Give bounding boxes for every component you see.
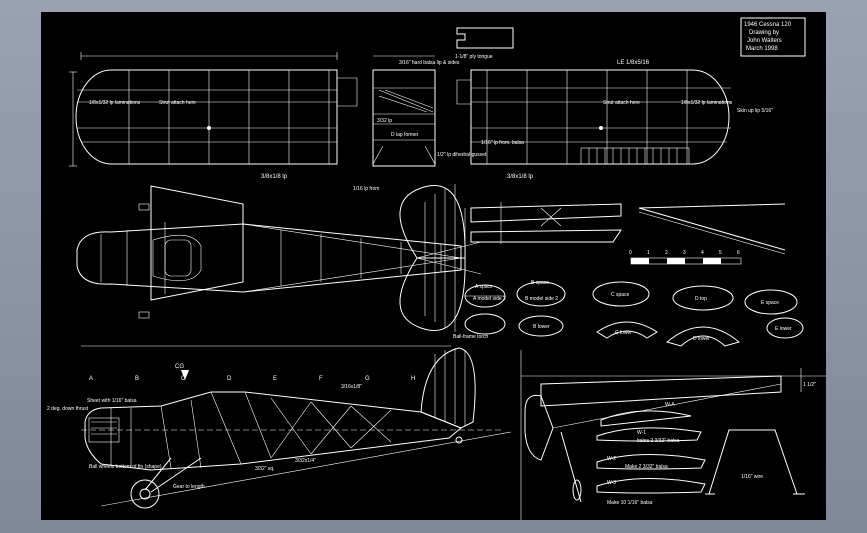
gear-note: Gear to length	[173, 484, 205, 490]
wing-strut	[638, 203, 786, 255]
dihedral-gusset-note: 1/2" lp dihedral gusset	[437, 152, 487, 158]
wing-plan-left: 1/8x1/32 lp laminations Strut attach her…	[69, 52, 358, 180]
former-c-lower: C lower	[615, 330, 632, 336]
trailing-note: 3/32 lp	[377, 118, 392, 124]
station-label: E	[273, 376, 277, 382]
w2-note: Make 2 3/32" balsa	[625, 464, 668, 470]
wing-center-section: 3/32 lp D lap former 3/16" hard balsa li…	[372, 55, 487, 167]
spar-a-note: 3/32" sq.	[255, 466, 275, 472]
former-c-label: C space	[611, 292, 630, 298]
scale-bar: 0 1 2 3 4 5 6	[629, 250, 742, 265]
scale-tick-label: 3	[683, 250, 686, 256]
station-label: B	[135, 376, 139, 382]
station-label: H	[411, 376, 415, 382]
station-label: A	[89, 376, 93, 382]
tail-note: 1/16 lp from	[353, 186, 379, 192]
former-d-label: D top	[695, 296, 707, 302]
scale-tick-label: 5	[719, 250, 722, 256]
station-label: F	[319, 376, 323, 382]
lamination-note-right: 1/8x1/32 lp laminations	[681, 100, 733, 106]
station-labels: A B C D E F G H	[89, 376, 415, 382]
ply-tongue: 1-1/8" ply tongue	[455, 27, 514, 60]
former-a-note: A model side 2	[473, 296, 506, 302]
scale-ticks: 0 1 2 3 4 5 6	[629, 250, 740, 256]
former-e-lower: E lower	[775, 326, 792, 332]
former-e-label: E space	[761, 300, 779, 306]
scale-tick-label: 1	[647, 250, 650, 256]
w3-label: W-3	[607, 480, 616, 486]
wing-plan-right: LE 1/8x5/16 Strut attach here 1/8x1/32 l…	[456, 60, 773, 180]
ball-wheel-note: Ball wheels bottom of fin (shape)	[89, 464, 162, 470]
title-line-2: Drawing by	[749, 30, 779, 36]
lamination-note-left: 1/8x1/32 lp laminations	[89, 100, 141, 106]
w2-label: W-2	[607, 456, 616, 462]
title-block: 1946 Cessna 120 Drawing by John Walters …	[740, 17, 806, 57]
scale-tick-label: 0	[629, 250, 632, 256]
former-d-lower: D lower	[693, 336, 710, 342]
w1-note: balsa 2 3/32" balsa	[637, 438, 680, 444]
d-former-note: D lap former	[391, 132, 419, 138]
fuselage-top-view	[76, 185, 462, 319]
strut-attach-left: Strut attach here	[159, 100, 196, 106]
cg-label: CG	[175, 364, 184, 370]
spar-c-note: 3/16x1/8"	[341, 384, 362, 390]
wire-label: 1/16" wire	[741, 474, 763, 480]
title-line-4: March 1998	[746, 46, 778, 52]
fuselage-formers: A space A model side 2 B space B model s…	[464, 280, 804, 347]
former-b-label: B space	[531, 280, 549, 286]
w1-label: W-1	[637, 430, 646, 436]
rib-detail	[464, 202, 622, 244]
blueprint-drawing: 1946 Cessna 120 Drawing by John Walters …	[47, 17, 826, 520]
skin-note: Skin up lip 5/16"	[737, 108, 773, 114]
former-b-note: B model side 2	[525, 296, 558, 302]
station-label: G	[365, 376, 370, 382]
tail-front-note: Ball-frame torch	[453, 334, 489, 340]
w3-note: Make 10 1/16" balsa	[607, 500, 653, 506]
ply-tongue-label: 1-1/8" ply tongue	[455, 54, 493, 60]
spar-note-right: 3/8x1/8 lp	[507, 174, 534, 180]
station-label: D	[227, 376, 232, 382]
sheet-note: Sheet with 1/16" balsa	[87, 398, 137, 404]
le-label: LE 1/8x5/16	[617, 60, 650, 66]
blueprint-sheet: 1946 Cessna 120 Drawing by John Walters …	[41, 12, 826, 520]
title-line-1: 1946 Cessna 120	[744, 22, 792, 28]
former-b-lower: B lower	[533, 324, 550, 330]
station-label: C	[181, 376, 186, 382]
hard-balsa-note: 3/16" hard balsa lip & sides	[399, 60, 460, 66]
scale-tick-label: 6	[737, 250, 740, 256]
scale-tick-label: 4	[701, 250, 704, 256]
strut-attach-right: Strut attach here	[603, 100, 640, 106]
stabilizer-top-view: 1/16 lp from	[353, 184, 482, 332]
spar-note-left: 3/8x1/8 lp	[261, 174, 288, 180]
height-label: 1 1/2"	[803, 382, 816, 388]
former-a-label: A space	[475, 284, 493, 290]
fuselage-side-view: A B C D E F G H CG 2 deg. down thrust Sheet wit…	[47, 334, 512, 509]
title-line-3: John Walters	[747, 38, 782, 44]
downthrust-note: 2 deg. down thrust	[47, 406, 89, 412]
bottom-former-note: 1/16" lp from. balsa	[481, 140, 524, 146]
front-detail: 1 1/2" W-A W-1 balsa 2 3/32" balsa W-2 M…	[520, 350, 826, 520]
scale-tick-label: 2	[665, 250, 668, 256]
w-a-label: W-A	[665, 402, 675, 408]
spar-b-note: 3/32x1/4"	[295, 458, 316, 464]
